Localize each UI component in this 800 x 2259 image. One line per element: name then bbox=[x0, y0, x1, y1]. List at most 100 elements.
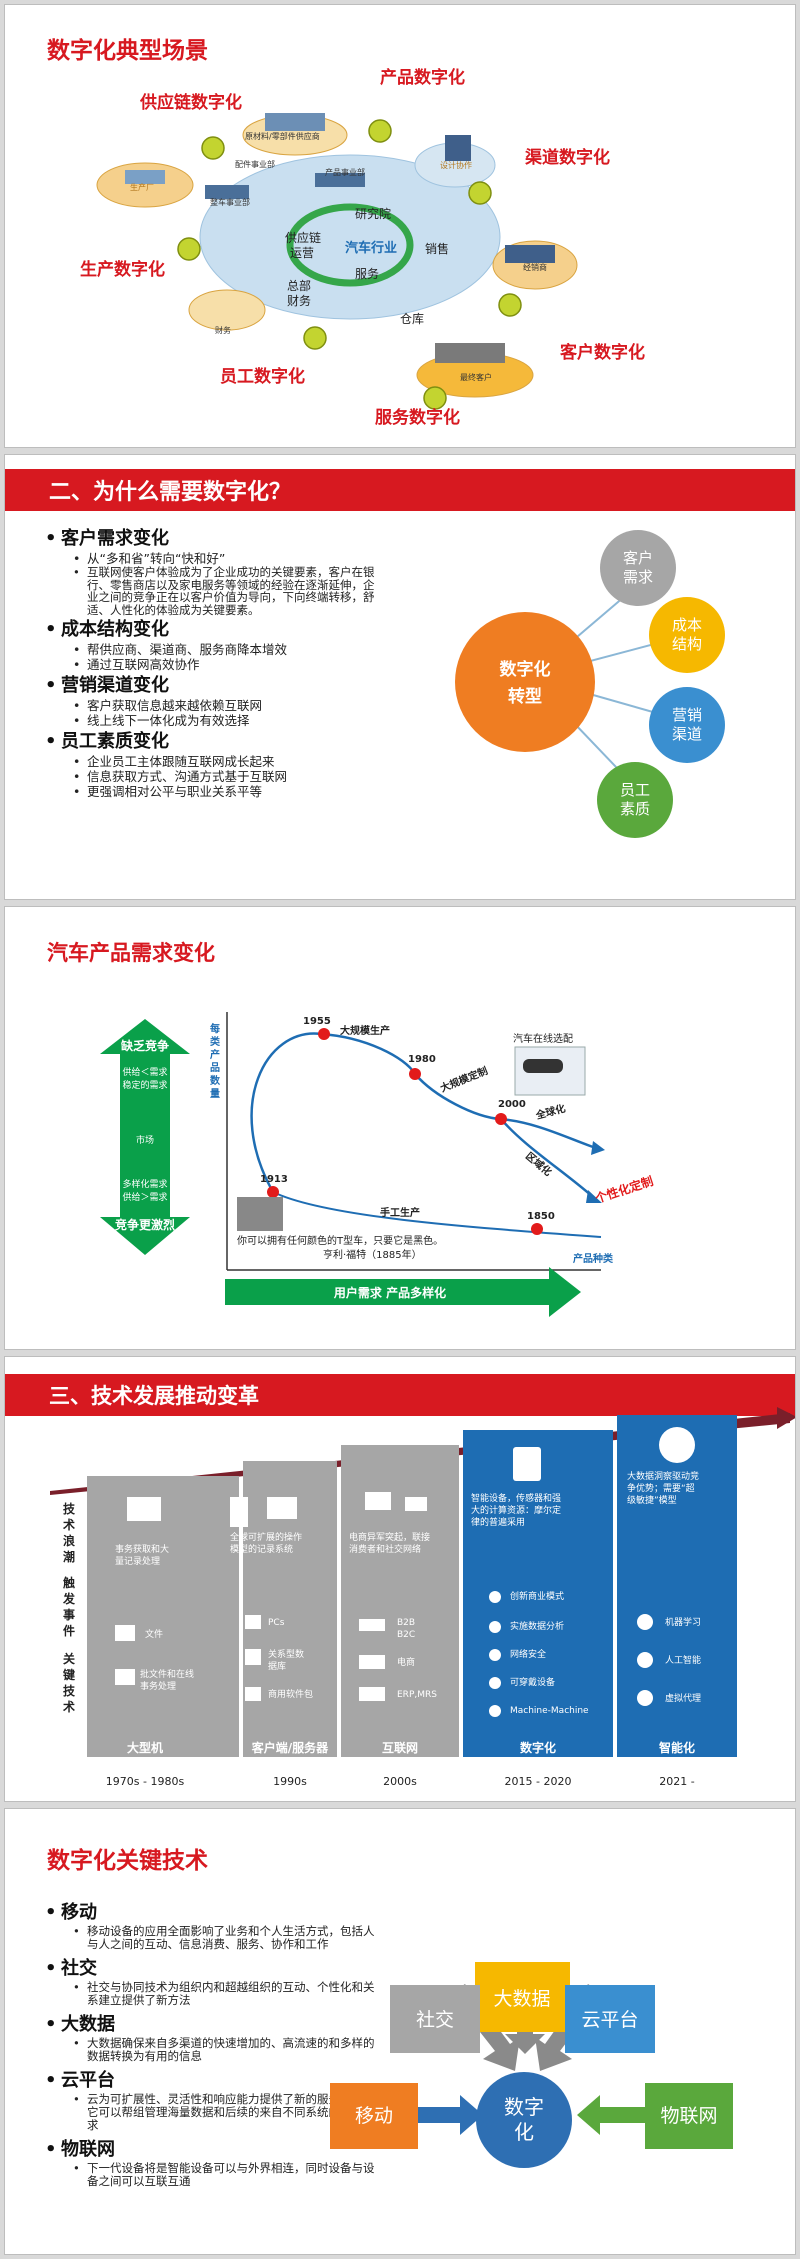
svg-text:大数据洞察驱动竞: 大数据洞察驱动竞 bbox=[627, 1470, 699, 1482]
label-global: 全球化 bbox=[533, 1102, 566, 1123]
competition-arrow bbox=[100, 1019, 190, 1255]
svg-text:B2C: B2C bbox=[397, 1630, 415, 1640]
left-bottom: 竞争更激烈 bbox=[115, 1217, 175, 1232]
year-1955: 1955 bbox=[303, 1016, 331, 1027]
craft-curve bbox=[272, 1191, 602, 1238]
item: 更强调相对公平与职业关系平等 bbox=[45, 784, 375, 799]
svg-text:数: 数 bbox=[210, 1074, 221, 1087]
section-banner: 三、技术发展推动变革 bbox=[5, 1374, 795, 1416]
slide-tech-evolution: 三、技术发展推动变革 技 术 浪 潮 触 发 事 件 关 键 技 术 事务获取和… bbox=[4, 1356, 796, 1802]
slide-title: 数字化典型场景 bbox=[47, 38, 208, 64]
brain-icon bbox=[659, 1427, 695, 1463]
box-social-text: 社交 bbox=[416, 2009, 454, 2031]
green-loop bbox=[286, 203, 414, 287]
model-t-photo bbox=[237, 1197, 283, 1231]
svg-text:PCs: PCs bbox=[268, 1618, 285, 1628]
svg-text:产: 产 bbox=[210, 1048, 220, 1061]
svg-text:员工: 员工 bbox=[620, 781, 650, 799]
item: 帮供应商、渠道商、服务商降本增效 bbox=[45, 642, 375, 657]
key-tech-diagram: 大数据 社交 云平台 移动 物联网 数字 化 bbox=[330, 1962, 733, 2168]
col-name-intel: 智能化 bbox=[658, 1740, 695, 1755]
item: 客户获取信息越来越依赖互联网 bbox=[45, 698, 375, 713]
spoke-customer bbox=[600, 530, 676, 606]
svg-text:关: 关 bbox=[63, 1651, 75, 1666]
label-channel: 渠道数字化 bbox=[524, 147, 610, 168]
col-name-digital: 数字化 bbox=[520, 1740, 556, 1755]
label-parts: 配件事业部 bbox=[235, 159, 275, 169]
svg-text:人工智能: 人工智能 bbox=[665, 1654, 701, 1666]
svg-text:智能设备，传感器和强: 智能设备，传感器和强 bbox=[471, 1492, 561, 1504]
svg-text:大的计算资源：摩尔定: 大的计算资源：摩尔定 bbox=[471, 1504, 561, 1516]
tower-icon bbox=[230, 1497, 248, 1527]
monitor-icon bbox=[127, 1497, 161, 1521]
center-sales: 销售 bbox=[425, 241, 449, 256]
item: 线上线下一体化成为有效选择 bbox=[45, 713, 375, 728]
label-dealer: 经销商 bbox=[523, 262, 547, 272]
item: 下一代设备将是智能设备可以与外界相连，同时设备与设备之间可以互联互通 bbox=[45, 2162, 375, 2188]
svg-text:ERP,MRS: ERP,MRS bbox=[397, 1690, 437, 1700]
tech-list: 移动 移动设备的应用全面影响了业务和个人生活方式，包括人与人之间的互动、信息消费… bbox=[45, 1901, 375, 2188]
item: 互联网使客户体验成为了企业成功的关键要素，客户在银行、零售商店以及家电服务等领域… bbox=[45, 566, 375, 616]
slide-key-tech: 数字化关键技术 移动 移动设备的应用全面影响了业务和个人生活方式，包括人与人之间… bbox=[4, 1808, 796, 2255]
box-iot bbox=[645, 2083, 733, 2149]
svg-text:文件: 文件 bbox=[145, 1628, 163, 1640]
tablet-icon bbox=[513, 1447, 541, 1481]
heading-mobile: 移动 bbox=[45, 1901, 375, 1925]
bulb-icons bbox=[177, 119, 522, 410]
regional-curve bbox=[500, 1118, 594, 1198]
hub-line1: 数字 bbox=[504, 2095, 544, 2119]
col-digital bbox=[463, 1430, 613, 1757]
online-label: 汽车在线选配 bbox=[513, 1032, 573, 1045]
box-bigdata bbox=[475, 1962, 570, 2032]
item: 社交与协同技术为组织内和超越组织的互动、个性化和关系建立提供了新方法 bbox=[45, 1981, 375, 2007]
year-1850: 1850 bbox=[527, 1211, 555, 1222]
svg-text:模型的记录系统: 模型的记录系统 bbox=[230, 1543, 293, 1555]
svg-text:B2B: B2B bbox=[397, 1618, 415, 1628]
col-mainframe bbox=[87, 1476, 239, 1757]
svg-text:律的普遍采用: 律的普遍采用 bbox=[471, 1516, 525, 1528]
item: 通过互联网高效协作 bbox=[45, 657, 375, 672]
era-1: 1990s bbox=[273, 1775, 307, 1788]
box-bigdata-text: 大数据 bbox=[493, 1988, 550, 2010]
laptop-icon bbox=[365, 1492, 391, 1510]
center-industry: 汽车行业 bbox=[345, 240, 397, 256]
col-name-internet: 互联网 bbox=[382, 1741, 418, 1755]
spoke-channel bbox=[649, 687, 725, 763]
svg-text:网络安全: 网络安全 bbox=[510, 1648, 546, 1660]
heading-channel: 营销渠道变化 bbox=[45, 674, 375, 698]
spoke-cost bbox=[649, 597, 725, 673]
svg-text:争优势；需要“超: 争优势；需要“超 bbox=[627, 1482, 695, 1494]
era-0: 1970s - 1980s bbox=[106, 1775, 185, 1788]
slide-why-digital: 二、为什么需要数字化？ 客户需求变化 从“多和省”转向“快和好” 互联网使客户体… bbox=[4, 454, 796, 900]
item: 信息获取方式、沟通方式基于互联网 bbox=[45, 769, 375, 784]
svg-text:可穿戴设备: 可穿戴设备 bbox=[510, 1676, 555, 1688]
svg-text:虚拟代理: 虚拟代理 bbox=[665, 1692, 701, 1704]
svg-text:术: 术 bbox=[62, 1699, 75, 1714]
hub-line2: 转型 bbox=[508, 686, 542, 707]
svg-text:创新商业模式: 创新商业模式 bbox=[510, 1590, 564, 1602]
svg-text:批文件和在线: 批文件和在线 bbox=[140, 1668, 194, 1680]
transformation-diagram: 数字化 转型 客户 需求 成本 结构 营销 渠道 员工 素质 bbox=[455, 530, 725, 838]
vehicle-building bbox=[205, 185, 249, 199]
diversity-arrow bbox=[225, 1267, 581, 1317]
svg-text:成本: 成本 bbox=[672, 616, 702, 634]
x-label: 产品种类 bbox=[573, 1252, 613, 1265]
demand-chart: 缺乏竞争 供给＜需求 稳定的需求 市场 多样化需求 供给＞需求 竞争更激烈 每 … bbox=[100, 1012, 655, 1317]
hub-line2: 化 bbox=[514, 2120, 534, 2144]
center-finance: 财务 bbox=[287, 293, 311, 308]
svg-text:素质: 素质 bbox=[620, 800, 650, 818]
box-social bbox=[390, 1985, 480, 2053]
svg-text:机器学习: 机器学习 bbox=[665, 1616, 701, 1628]
design-screen bbox=[445, 135, 471, 161]
label-employee: 员工数字化 bbox=[220, 366, 305, 387]
svg-text:Machine-Machine: Machine-Machine bbox=[510, 1706, 589, 1716]
svg-text:多样化需求: 多样化需求 bbox=[122, 1178, 167, 1190]
svg-text:事务获取和大: 事务获取和大 bbox=[115, 1543, 169, 1555]
svg-text:技: 技 bbox=[63, 1683, 76, 1698]
slide-title: 汽车产品需求变化 bbox=[47, 941, 215, 965]
item: 企业员工主体跟随互联网成长起来 bbox=[45, 754, 375, 769]
svg-text:稳定的需求: 稳定的需求 bbox=[122, 1079, 167, 1091]
box-iot-text: 物联网 bbox=[660, 2105, 717, 2127]
item: 云为可扩展性、灵活性和响应能力提供了新的服务等级；它可以帮组管理海量数据和后续的… bbox=[45, 2093, 375, 2132]
year-2000: 2000 bbox=[498, 1099, 526, 1110]
